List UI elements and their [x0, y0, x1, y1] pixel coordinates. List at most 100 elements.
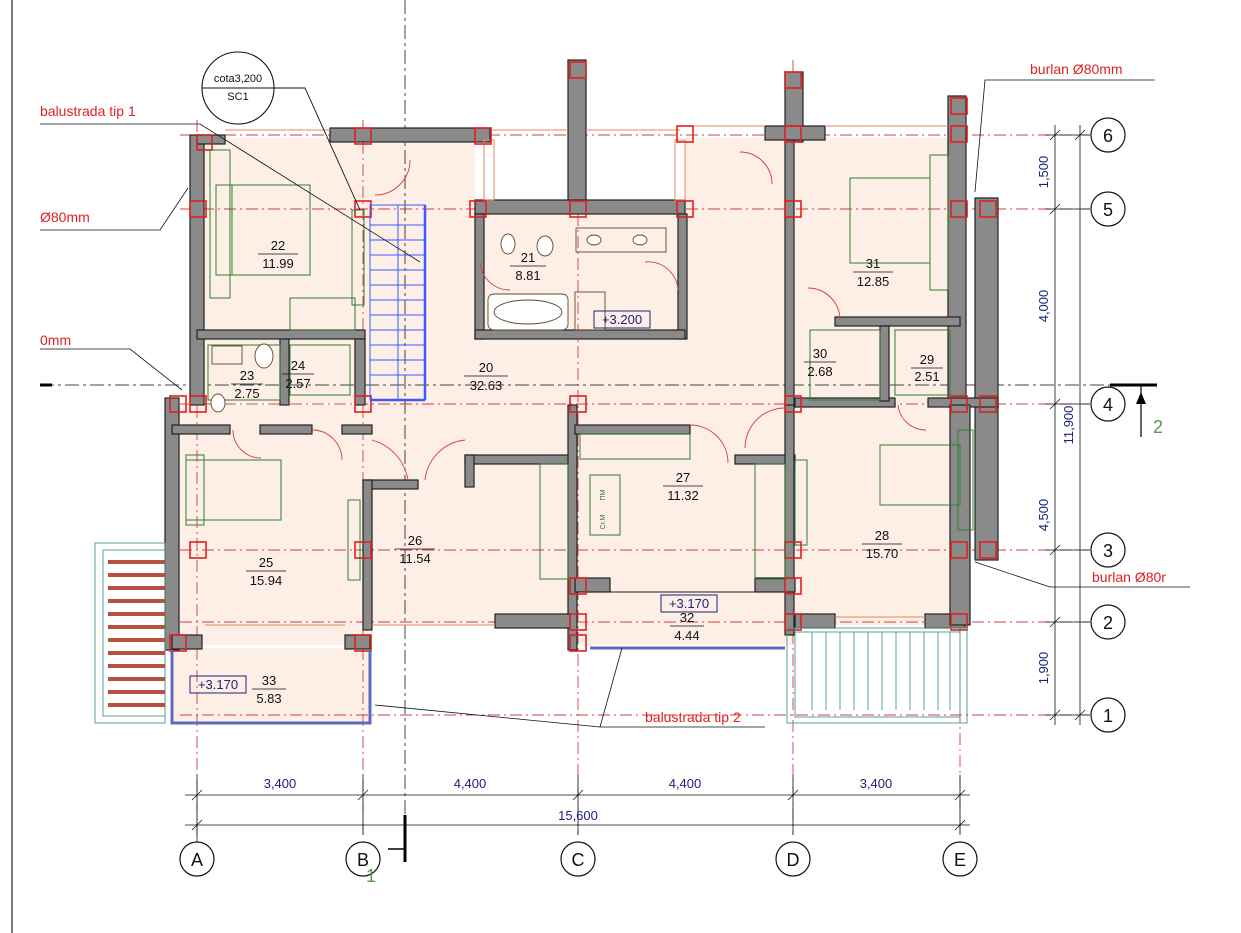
- axis-label-col: E: [954, 850, 966, 870]
- room-number: 32: [680, 610, 694, 625]
- windows: [205, 125, 948, 626]
- dim-6-5: 1,500: [1036, 156, 1051, 189]
- dimension-labels-horizontal: 3,400 4,400 4,400 3,400 15,600: [264, 776, 893, 823]
- room-24: 24 2.57: [282, 358, 314, 391]
- terrace-right: [786, 627, 968, 724]
- floor-area: [172, 138, 960, 723]
- room-area: 5.83: [256, 691, 281, 706]
- room-number: 28: [875, 528, 889, 543]
- room-22: 22 11.99: [258, 238, 298, 271]
- room-30: 30 2.68: [804, 346, 836, 379]
- room-area: 8.81: [515, 268, 540, 283]
- axis-label-row: 5: [1103, 200, 1113, 220]
- annotation-burlan-right: burlan Ø80r: [1092, 569, 1166, 585]
- axis-label-row: 3: [1103, 541, 1113, 561]
- dimensions-horizontal: [185, 775, 970, 835]
- axis-bubbles-columns: A B C D E: [179, 835, 978, 877]
- room-labels: 22 11.99 21 8.81 31 12.85 24 2.57 23 2.7…: [231, 238, 943, 706]
- walls: [164, 59, 999, 651]
- terrace-left: [94, 542, 166, 724]
- axis-label-col: A: [191, 850, 203, 870]
- level-marks: +3.200 +3.170 +3.170: [189, 310, 718, 694]
- annotation-leaders: [40, 79, 1190, 728]
- room-number: 25: [259, 555, 273, 570]
- annotation-pipe-left: Ø80mm: [40, 209, 90, 225]
- dim-c-d: 4,400: [669, 776, 702, 791]
- room-number: 20: [479, 360, 493, 375]
- section-code: SC1: [227, 91, 248, 103]
- room-26: 26 11.54: [395, 533, 435, 566]
- section-numbers: 2 1: [366, 417, 1163, 886]
- room-area: 12.85: [857, 274, 890, 289]
- level-mark: +3.170: [669, 596, 709, 611]
- staircase: [369, 204, 427, 402]
- annotation-pipe-left-2: 0mm: [40, 332, 71, 348]
- axis-label-col: D: [787, 850, 800, 870]
- level-mark: +3.200: [602, 312, 642, 327]
- room-area: 11.54: [399, 551, 431, 566]
- section-number: 1: [366, 866, 376, 886]
- dim-4-3: 4,500: [1036, 499, 1051, 532]
- room-area: 32.63: [470, 378, 503, 393]
- room-number: 30: [813, 346, 827, 361]
- room-number: 24: [291, 358, 305, 373]
- dim-d-e: 3,400: [860, 776, 893, 791]
- level-mark: +3.170: [198, 677, 238, 692]
- room-number: 31: [866, 256, 880, 271]
- room-area: 11.99: [262, 256, 294, 271]
- section-level: cota3,200: [214, 73, 262, 85]
- room-number: 23: [240, 368, 254, 383]
- room-27: 27 11.32: [663, 470, 703, 503]
- room-31: 31 12.85: [853, 256, 893, 289]
- bathroom-fixtures: [210, 227, 667, 413]
- axis-bubbles-rows: 6 5 4 3 2 1: [1090, 117, 1126, 733]
- dim-total-horizontal: 15,600: [558, 808, 598, 823]
- room-area: 15.94: [250, 573, 283, 588]
- dim-b-c: 4,400: [454, 776, 487, 791]
- furniture: [185, 149, 974, 581]
- axis-label-row: 4: [1103, 395, 1113, 415]
- annotation-burlan-top: burlan Ø80mm: [1030, 61, 1123, 77]
- room-33: 33 5.83: [252, 673, 286, 706]
- axis-label-row: 1: [1103, 706, 1113, 726]
- terrace-left-slats: [108, 560, 165, 707]
- annotations: balustrada tip 1 burlan Ø80mm Ø80mm 0mm …: [40, 61, 1166, 725]
- axis-label-row: 6: [1103, 126, 1113, 146]
- room-21: 21 8.81: [510, 250, 546, 283]
- dimension-labels-vertical: 1,500 4,000 4,500 1,900 11,900: [1036, 156, 1076, 685]
- dim-2-1: 1,900: [1036, 652, 1051, 685]
- annotation-balustrada-1: balustrada tip 1: [40, 103, 136, 119]
- annotation-balustrada-2: balustrada tip 2: [645, 709, 741, 725]
- room-number: 21: [521, 250, 535, 265]
- axis-label-col: C: [572, 850, 585, 870]
- room-number: 22: [271, 238, 285, 253]
- room-area: 15.70: [866, 546, 899, 561]
- doors: [232, 151, 927, 481]
- room-29: 29 2.51: [911, 352, 943, 384]
- room-number: 29: [920, 352, 934, 367]
- room-number: 33: [262, 673, 276, 688]
- room-area: 4.44: [674, 628, 699, 643]
- room-23: 23 2.75: [231, 368, 263, 401]
- axis-label-row: 2: [1103, 613, 1113, 633]
- room-area: 2.68: [807, 364, 832, 379]
- railings: [170, 646, 785, 725]
- room-area: 2.51: [914, 369, 939, 384]
- room-area: 2.57: [285, 376, 310, 391]
- section-number: 2: [1153, 417, 1163, 437]
- dim-total-vertical: 11,900: [1061, 406, 1076, 445]
- room-28: 28 15.70: [862, 528, 902, 561]
- dim-5-4: 4,000: [1036, 290, 1051, 323]
- room-32: 32 4.44: [670, 610, 704, 643]
- room-25: 25 15.94: [246, 555, 286, 588]
- room-number: 26: [408, 533, 422, 548]
- section-callout: cota3,200 SC1: [201, 51, 361, 211]
- dim-a-b: 3,400: [264, 776, 297, 791]
- axis-label-col: B: [357, 850, 369, 870]
- room-area: 2.75: [234, 386, 259, 401]
- appliance-label: Cr.M: [600, 514, 607, 529]
- room-number: 27: [676, 470, 690, 485]
- appliance-labels: ΠΜ Cr.M: [600, 489, 607, 529]
- room-20: 20 32.63: [464, 360, 508, 393]
